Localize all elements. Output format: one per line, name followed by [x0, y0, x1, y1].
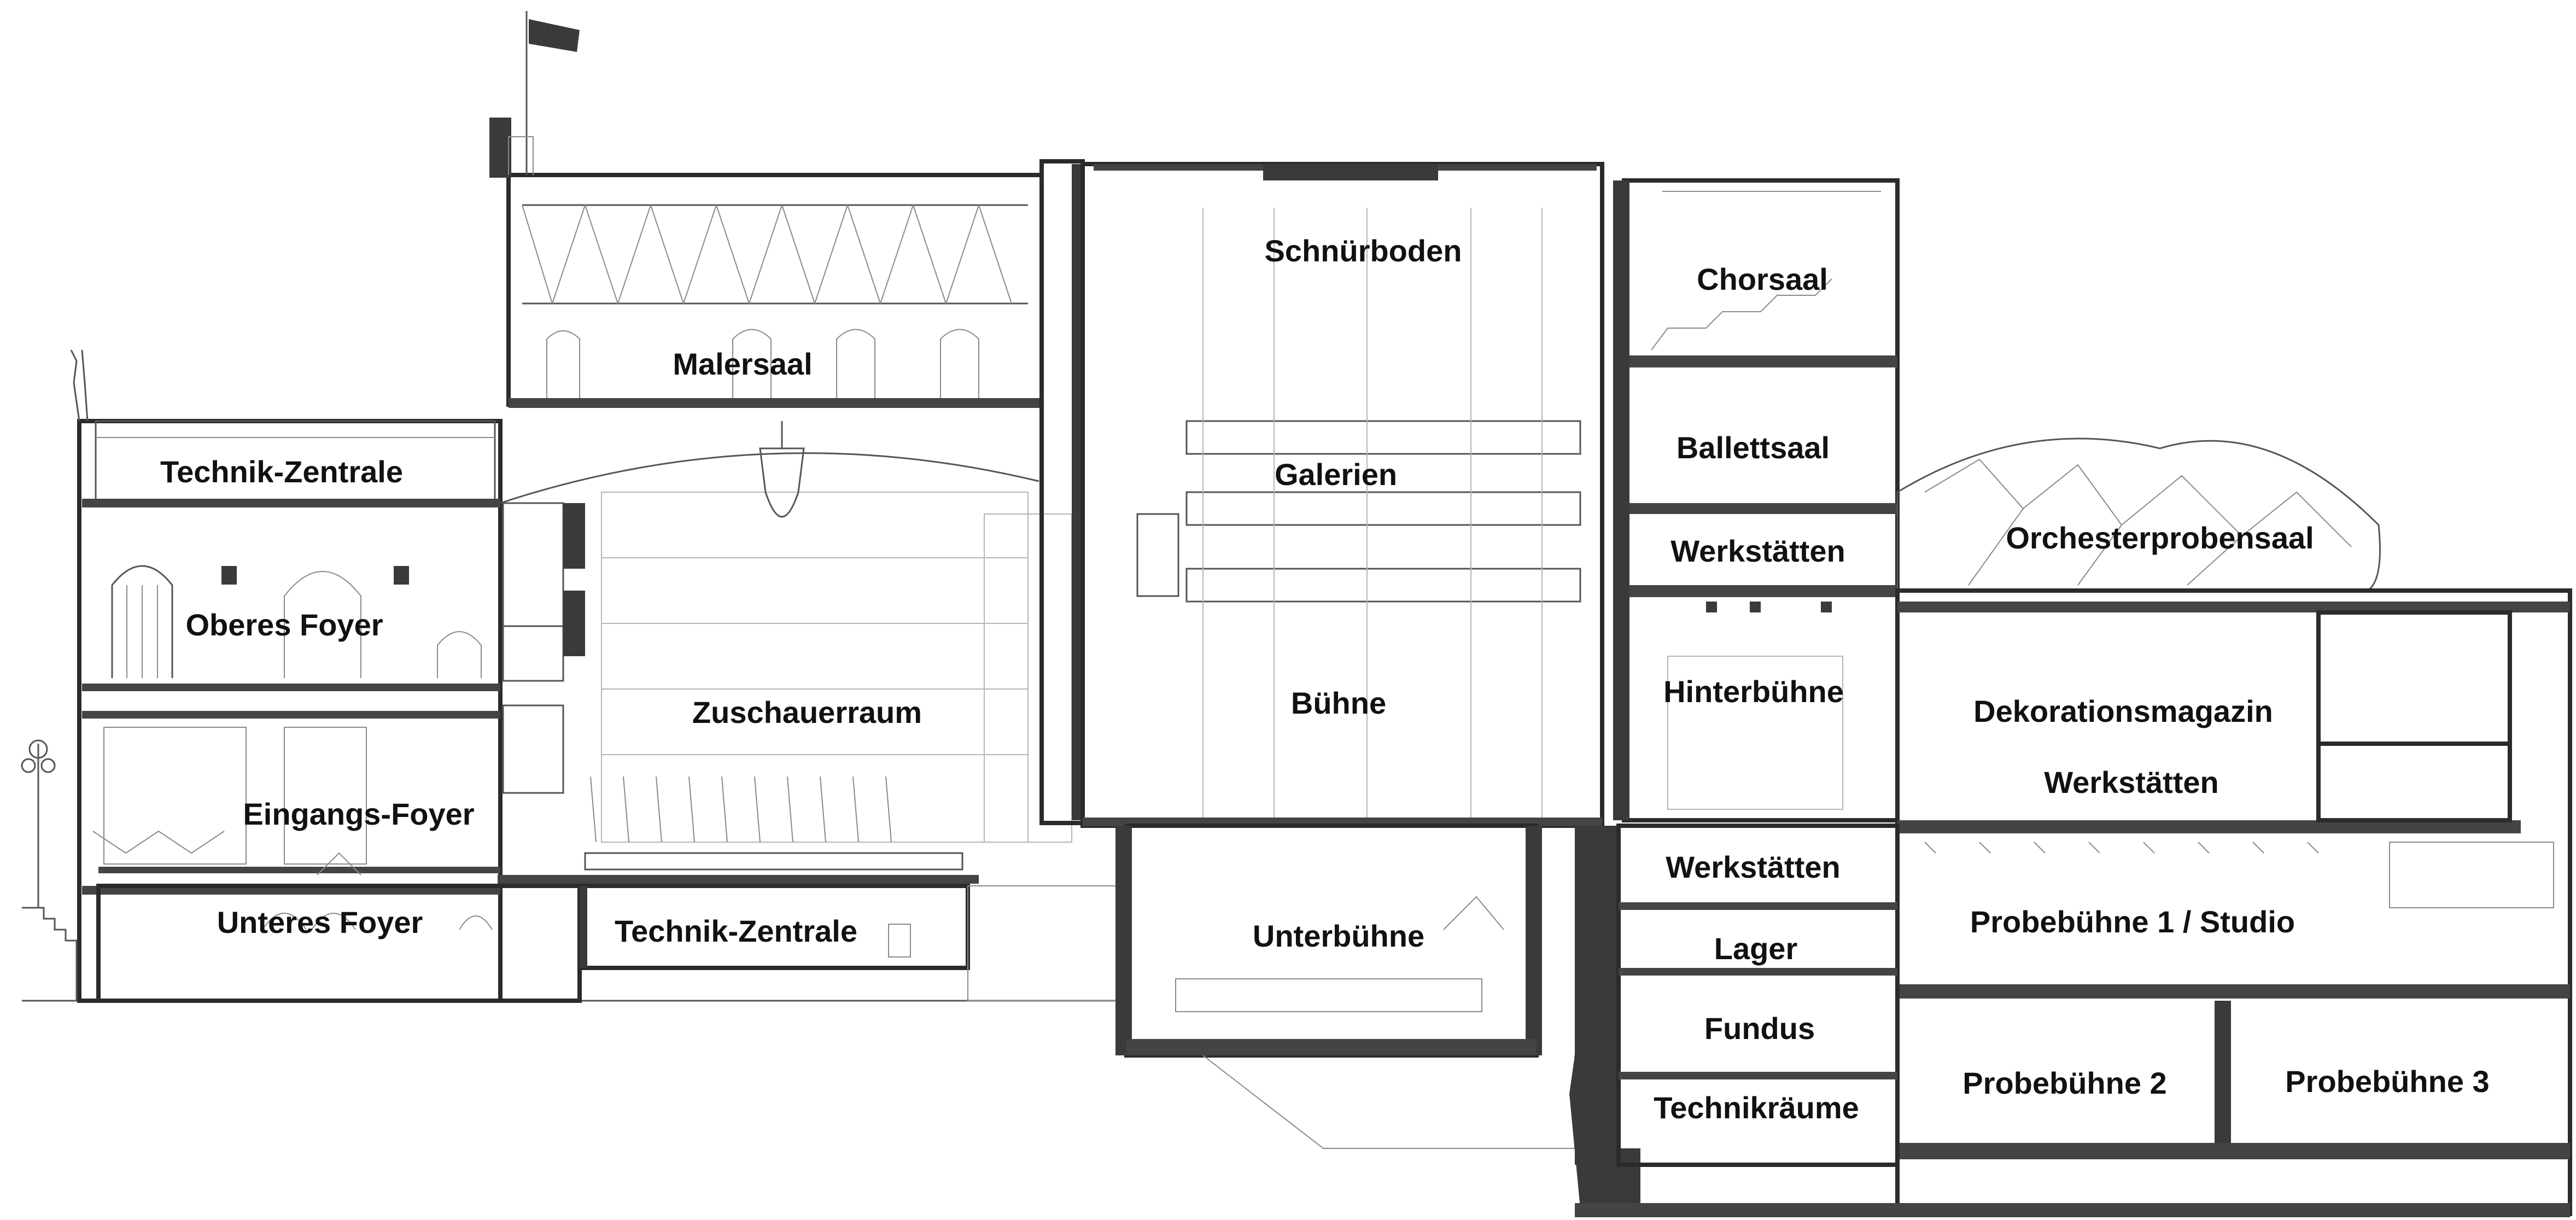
label-probebuehne-2: Probebühne 2: [1962, 1066, 2166, 1100]
malersaal-block: [489, 11, 1044, 408]
right-tower: [1613, 178, 1900, 822]
label-werkstaetten-3: Werkstätten: [1666, 850, 1841, 884]
room-labels: Schnürboden Chorsaal Malersaal Ballettsa…: [160, 234, 2490, 1125]
lower-left-technical: [96, 884, 1127, 1003]
label-hinterbuehne: Hinterbühne: [1663, 674, 1844, 709]
label-unterbuehne: Unterbühne: [1253, 919, 1424, 953]
label-galerien: Galerien: [1275, 457, 1397, 492]
label-technik-zentrale-oben: Technik-Zentrale: [160, 454, 403, 489]
label-buehne: Bühne: [1291, 686, 1386, 720]
under-stage: [1115, 824, 1575, 1149]
label-dekorationsmagazin: Dekorationsmagazin: [1973, 694, 2273, 728]
left-wing: [21, 349, 503, 1003]
label-eingangs-foyer: Eingangs-Foyer: [243, 797, 474, 831]
basement-stack: [1569, 824, 2570, 1217]
label-technik-zentrale-unten: Technik-Zentrale: [615, 914, 857, 948]
fly-tower: [1039, 159, 1604, 828]
label-lager: Lager: [1714, 931, 1798, 966]
label-schnuerboden: Schnürboden: [1265, 234, 1462, 268]
label-orchesterprobensaal: Orchesterprobensaal: [2006, 521, 2314, 555]
label-technikraeume: Technikräume: [1654, 1090, 1859, 1125]
label-unteres-foyer: Unteres Foyer: [217, 905, 423, 939]
label-werkstaetten-1: Werkstätten: [1670, 534, 1845, 568]
label-probebuehne-1: Probebühne 1 / Studio: [1970, 904, 2295, 939]
auditorium-block: [498, 421, 1072, 884]
right-wing: [1895, 588, 2572, 1216]
label-malersaal: Malersaal: [673, 347, 812, 381]
label-chorsaal: Chorsaal: [1697, 262, 1828, 296]
label-oberes-foyer: Oberes Foyer: [185, 608, 383, 642]
label-fundus: Fundus: [1704, 1011, 1815, 1046]
orchestra-rehearsal-roof: [1896, 437, 2381, 592]
label-zuschauerraum: Zuschauerraum: [692, 695, 922, 729]
label-probebuehne-3: Probebühne 3: [2285, 1064, 2489, 1099]
label-ballettsaal: Ballettsaal: [1677, 430, 1830, 465]
label-werkstaetten-2: Werkstätten: [2044, 765, 2219, 799]
